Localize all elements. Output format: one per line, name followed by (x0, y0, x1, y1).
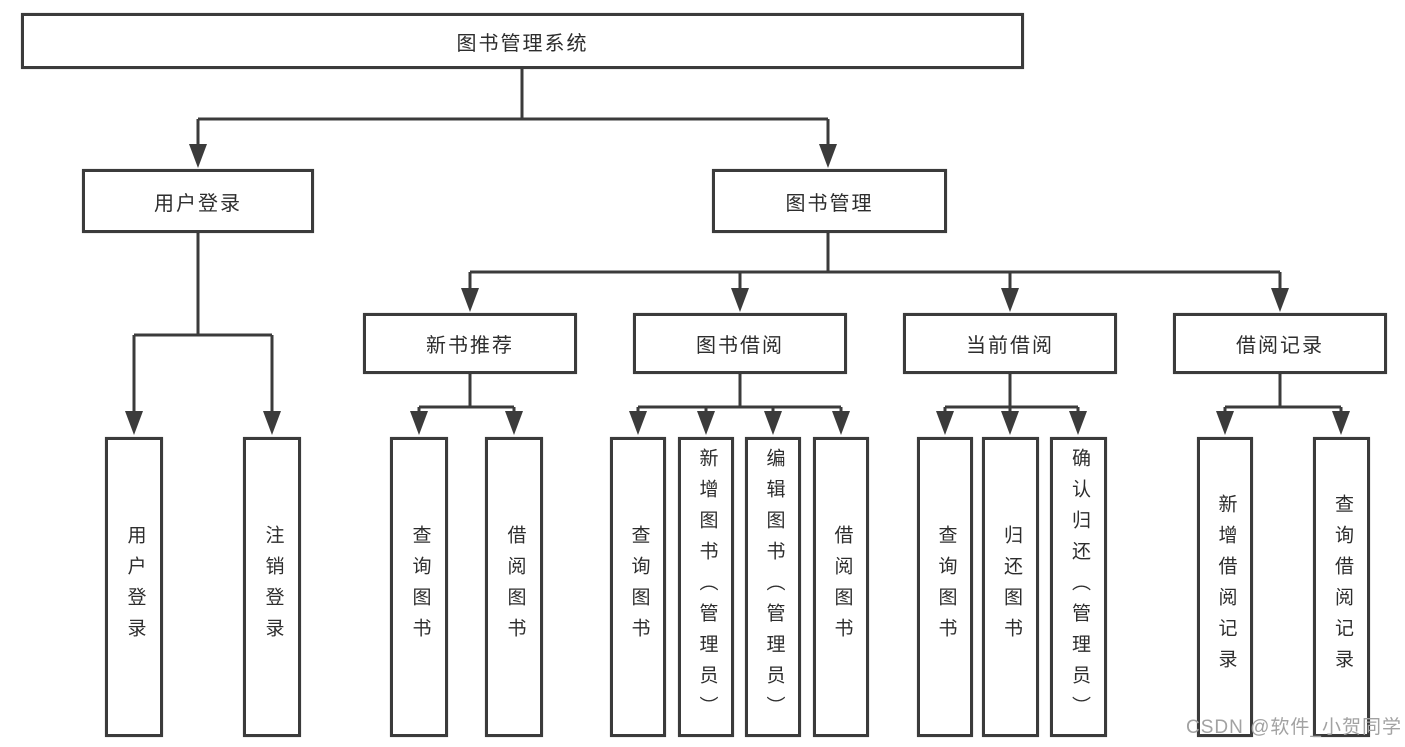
arrowhead (125, 411, 143, 435)
node-leaf-query-books-2: 查询图书 (610, 437, 666, 737)
node-leaf-return-book: 归还图书 (982, 437, 1039, 737)
node-leaf-add-book-admin: 新增图书（管理员） (678, 437, 734, 737)
arrowhead (1332, 411, 1350, 435)
node-leaf-query-books-1: 查询图书 (390, 437, 448, 737)
arrowhead (189, 144, 207, 168)
node-current-borrow: 当前借阅 (903, 313, 1117, 374)
node-leaf-edit-book-admin: 编辑图书（管理员） (745, 437, 801, 737)
arrowhead (263, 411, 281, 435)
watermark: CSDN @软件_小贺同学 (1186, 717, 1402, 738)
node-borrow-records: 借阅记录 (1173, 313, 1387, 374)
arrowhead (1069, 411, 1087, 435)
connector-new-book-rec-to-children (410, 374, 523, 435)
node-root-system: 图书管理系统 (21, 13, 1024, 69)
connector-records-to-children (1216, 374, 1350, 435)
connector-line (468, 233, 1282, 290)
connector-line (636, 374, 843, 413)
arrowhead (1001, 288, 1019, 312)
connector-line (132, 233, 274, 413)
arrowhead (731, 288, 749, 312)
arrowhead (505, 411, 523, 435)
node-book-mgmt: 图书管理 (712, 169, 947, 233)
arrowhead (832, 411, 850, 435)
connector-line (417, 374, 516, 413)
arrowhead (819, 144, 837, 168)
connector-current-borrow-to-children (936, 374, 1087, 435)
connector-root-to-level2 (189, 69, 837, 168)
arrowhead (1271, 288, 1289, 312)
node-user-login: 用户登录 (82, 169, 314, 233)
node-leaf-user-login: 用户登录 (105, 437, 163, 737)
node-leaf-borrow-books-1: 借阅图书 (485, 437, 543, 737)
arrowhead (764, 411, 782, 435)
connector-book-borrow-to-children (629, 374, 850, 435)
node-book-borrow: 图书借阅 (633, 313, 847, 374)
node-leaf-query-borrow-record: 查询借阅记录 (1313, 437, 1370, 737)
connector-user-login-to-children (125, 233, 281, 435)
arrowhead (461, 288, 479, 312)
connector-line (196, 69, 830, 146)
arrowhead (697, 411, 715, 435)
node-new-book-rec: 新书推荐 (363, 313, 577, 374)
node-leaf-logout: 注销登录 (243, 437, 301, 737)
node-leaf-borrow-books-2: 借阅图书 (813, 437, 869, 737)
node-leaf-add-borrow-record: 新增借阅记录 (1197, 437, 1253, 737)
node-leaf-confirm-return-admin: 确认归还（管理员） (1050, 437, 1107, 737)
arrowhead (629, 411, 647, 435)
connector-line (1223, 374, 1343, 413)
node-leaf-query-books-3: 查询图书 (917, 437, 973, 737)
arrowhead (1216, 411, 1234, 435)
arrowhead (410, 411, 428, 435)
connector-book-mgmt-to-level3 (461, 233, 1289, 312)
connector-line (943, 374, 1080, 413)
arrowhead (1001, 411, 1019, 435)
arrowhead (936, 411, 954, 435)
